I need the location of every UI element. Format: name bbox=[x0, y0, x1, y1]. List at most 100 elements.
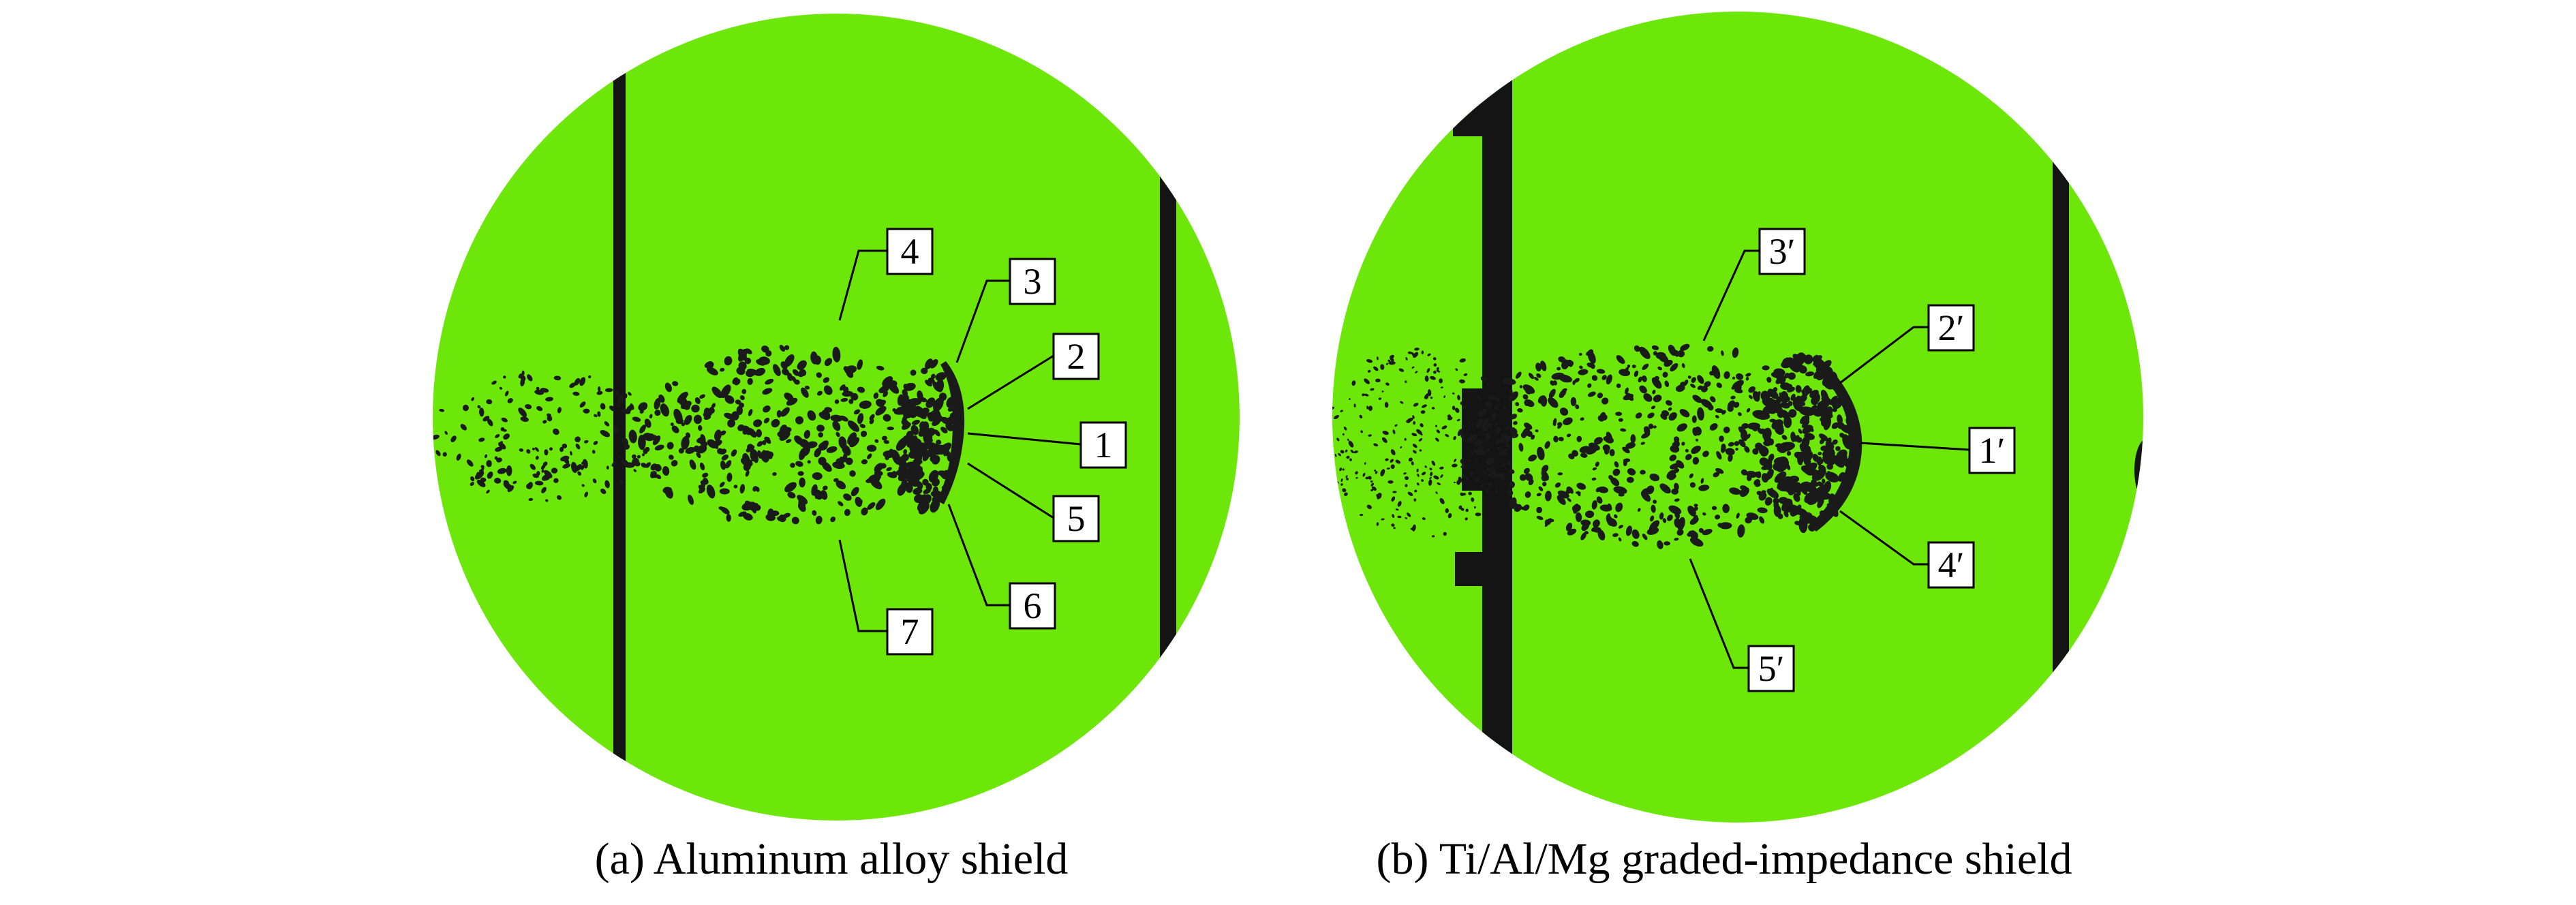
debris-fragment bbox=[1799, 415, 1810, 425]
debris-fragment bbox=[1752, 390, 1760, 402]
debris-fragment bbox=[703, 408, 711, 417]
debris-fragment bbox=[1400, 446, 1402, 449]
debris-fragment bbox=[1635, 412, 1642, 419]
callout-label-5p-leader bbox=[1689, 558, 1749, 669]
debris-fragment bbox=[544, 470, 553, 478]
debris-fragment bbox=[908, 398, 922, 405]
callout-label-6-box bbox=[1009, 582, 1056, 630]
debris-fragment bbox=[1691, 445, 1701, 455]
debris-fragment bbox=[703, 415, 711, 420]
callout-label-2: 2 bbox=[1067, 336, 1086, 377]
debris-fragment bbox=[724, 395, 735, 404]
debris-fragment bbox=[913, 489, 919, 495]
debris-fragment bbox=[1492, 395, 1495, 400]
debris-fragment bbox=[525, 404, 532, 410]
debris-fragment bbox=[853, 409, 861, 415]
debris-fragment bbox=[1527, 431, 1533, 438]
debris-fragment bbox=[1544, 441, 1550, 449]
debris-fragment bbox=[895, 437, 908, 451]
debris-fragment bbox=[1452, 405, 1456, 410]
debris-fragment bbox=[731, 449, 737, 457]
debris-fragment bbox=[1783, 416, 1792, 429]
debris-fragment bbox=[1700, 386, 1708, 393]
debris-fragment bbox=[604, 388, 613, 393]
debris-fragment bbox=[1410, 352, 1415, 355]
debris-fragment bbox=[1485, 433, 1490, 442]
debris-fragment bbox=[1803, 455, 1811, 467]
debris-fragment bbox=[797, 495, 808, 504]
debris-fragment bbox=[1339, 467, 1343, 472]
debris-fragment bbox=[877, 399, 887, 406]
debris-fragment bbox=[486, 460, 492, 467]
debris-fragment bbox=[1835, 446, 1841, 451]
debris-fragment bbox=[1606, 515, 1613, 526]
debris-fragment bbox=[1592, 467, 1597, 471]
debris-fragment bbox=[807, 410, 816, 421]
debris-fragment bbox=[1347, 438, 1349, 441]
debris-fragment bbox=[1767, 388, 1779, 399]
debris-fragment bbox=[1366, 504, 1372, 510]
debris-fragment bbox=[867, 453, 872, 459]
debris-fragment bbox=[542, 420, 547, 424]
debris-fragment bbox=[1343, 427, 1347, 431]
debris-fragment bbox=[1397, 501, 1402, 507]
debris-fragment bbox=[1685, 454, 1692, 461]
debris-fragment bbox=[739, 402, 744, 408]
debris-fragment bbox=[1411, 433, 1417, 437]
debris-fragment bbox=[1391, 523, 1395, 527]
debris-fragment bbox=[1565, 523, 1573, 532]
debris-fragment bbox=[503, 375, 506, 379]
debris-fragment bbox=[604, 421, 610, 427]
debris-fragment bbox=[1749, 395, 1753, 399]
debris-fragment bbox=[1364, 393, 1369, 397]
debris-fragment bbox=[545, 397, 553, 402]
debris-fragment bbox=[883, 391, 889, 397]
debris-fragment bbox=[1453, 436, 1456, 440]
debris-fragment bbox=[1393, 527, 1396, 530]
debris-fragment bbox=[1414, 348, 1420, 351]
debris-fragment bbox=[795, 416, 803, 425]
debris-fragment bbox=[807, 460, 811, 464]
debris-fragment bbox=[1370, 482, 1375, 487]
debris-fragment bbox=[575, 443, 581, 450]
debris-fragment bbox=[1509, 389, 1513, 393]
debris-fragment bbox=[1557, 424, 1562, 429]
debris-fragment bbox=[562, 463, 571, 469]
debris-fragment bbox=[1557, 367, 1561, 371]
debris-fragment bbox=[1494, 397, 1500, 403]
debris-fragment bbox=[1591, 477, 1597, 481]
debris-fragment bbox=[1507, 489, 1514, 496]
debris-fragment bbox=[1320, 435, 1326, 441]
debris-fragment bbox=[493, 478, 502, 484]
debris-fragment bbox=[696, 444, 707, 454]
debris-fragment bbox=[814, 448, 822, 458]
debris-fragment bbox=[526, 449, 531, 454]
debris-fragment bbox=[549, 447, 553, 451]
debris-fragment bbox=[1373, 366, 1379, 371]
debris-fragment bbox=[1659, 483, 1671, 494]
debris-fragment bbox=[1491, 412, 1497, 420]
debris-fragment bbox=[1812, 453, 1820, 463]
debris-fragment bbox=[773, 364, 781, 376]
debris-fragment bbox=[1501, 476, 1505, 480]
debris-fragment bbox=[1783, 510, 1789, 518]
debris-fragment bbox=[1738, 439, 1746, 448]
debris-fragment bbox=[1387, 359, 1390, 363]
debris-fragment bbox=[1817, 497, 1824, 508]
debris-fragment bbox=[1689, 473, 1693, 478]
debris-fragment bbox=[1465, 517, 1468, 521]
callout-label-4p-leader bbox=[1839, 510, 1929, 566]
debris-fragment bbox=[1536, 373, 1542, 378]
debris-fragment bbox=[553, 478, 559, 483]
debris-fragment bbox=[1412, 415, 1415, 419]
debris-fragment bbox=[1691, 532, 1698, 541]
debris-fragment bbox=[868, 474, 881, 482]
debris-fragment bbox=[1558, 356, 1566, 363]
debris-fragment bbox=[1676, 423, 1687, 432]
debris-fragment bbox=[486, 399, 493, 405]
debris-fragment bbox=[820, 490, 828, 500]
debris-fragment bbox=[1443, 532, 1447, 536]
debris-fragment bbox=[1427, 353, 1431, 356]
debris-fragment bbox=[1777, 442, 1796, 452]
debris-fragment bbox=[433, 434, 440, 440]
